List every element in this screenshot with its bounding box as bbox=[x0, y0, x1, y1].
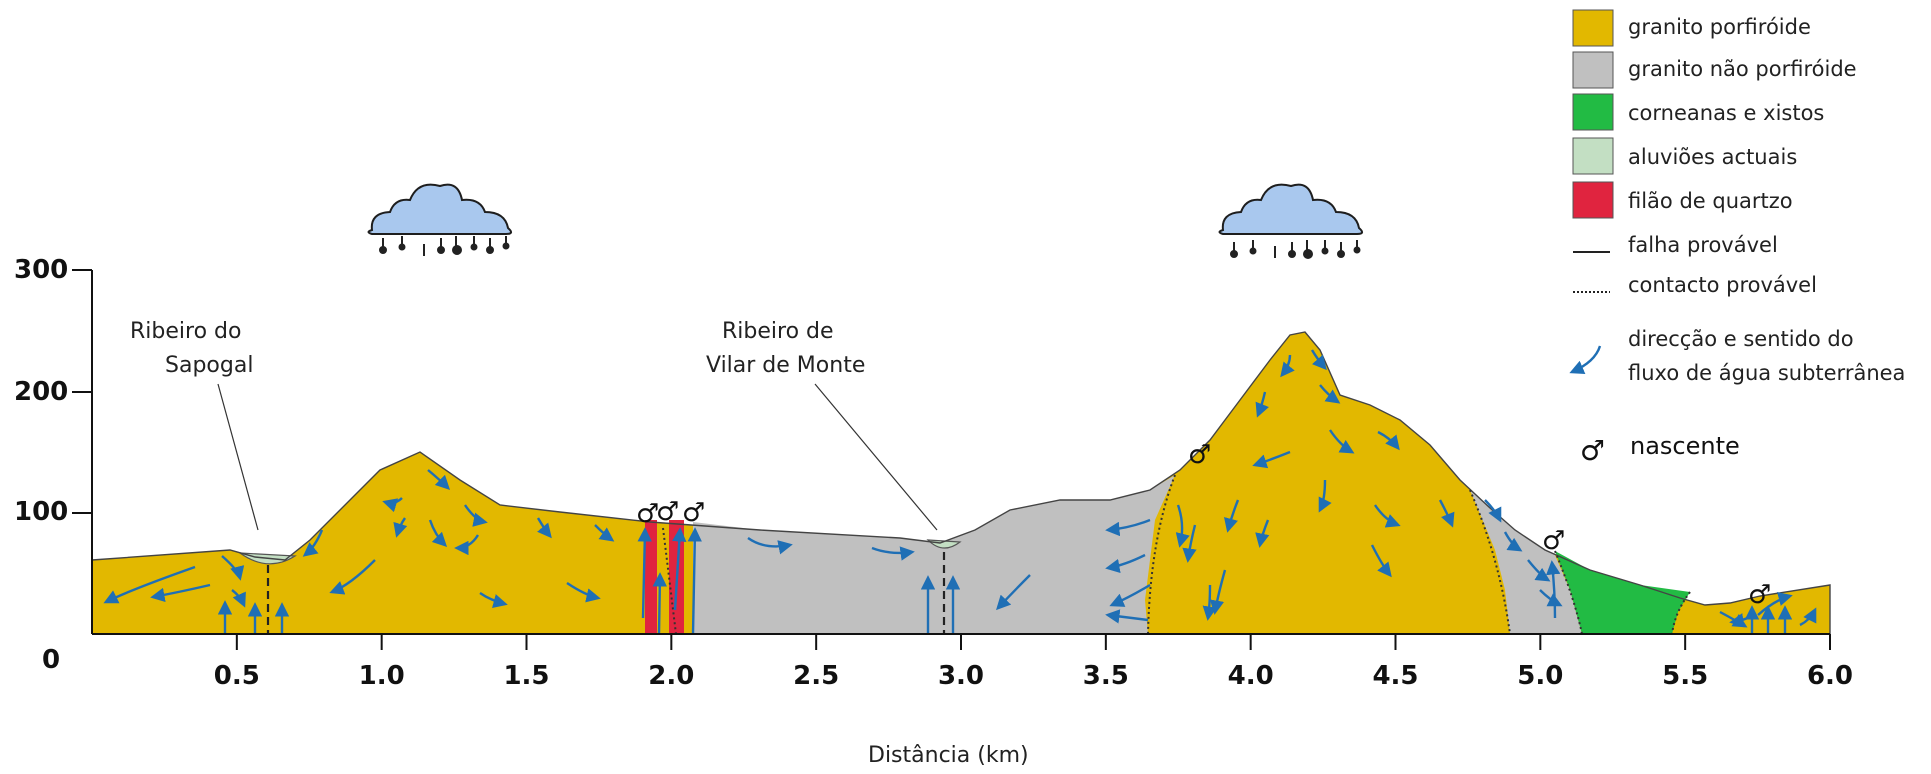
legend-item-flow: direcção e sentido do fluxo de água subt… bbox=[1569, 327, 1905, 385]
x-tick-label: 2.5 bbox=[793, 661, 839, 691]
legend-label: direcção e sentido do bbox=[1628, 327, 1854, 351]
spring-icon: ♂ bbox=[636, 499, 659, 529]
legend-item-filao: filão de quartzo bbox=[1572, 181, 1793, 219]
x-tick-label: 4.0 bbox=[1228, 661, 1274, 691]
legend-label: filão de quartzo bbox=[1628, 189, 1793, 213]
legend-label: falha provável bbox=[1628, 233, 1778, 257]
legend: granito porfiróide granito não porfiróid… bbox=[1569, 9, 1905, 467]
y-axis: 300 200 100 0 bbox=[14, 255, 93, 675]
rain-cloud-icon bbox=[1218, 183, 1363, 259]
x-ticks: 0.5 1.0 1.5 2.0 2.5 3.0 3.5 4.0 4.5 5.0 5.5 6.0 bbox=[214, 634, 1853, 691]
legend-item-contacto: contacto provável bbox=[1573, 273, 1817, 297]
x-axis: 0.5 1.0 1.5 2.0 2.5 3.0 3.5 4.0 4.5 5.0 5.5 6.0 Dis… bbox=[92, 633, 1853, 768]
x-axis-title: Distância (km) bbox=[868, 743, 1029, 768]
flow-arrows bbox=[103, 349, 1817, 635]
legend-item-granito-porfiroide: granito porfiróide bbox=[1572, 9, 1811, 47]
spring-icon: ♂ bbox=[1542, 526, 1565, 556]
annotation-line: Vilar de Monte bbox=[706, 353, 865, 378]
annotation-ribeiro-sapogal: Ribeiro do Sapogal bbox=[130, 319, 259, 531]
annotation-line: Ribeiro de bbox=[722, 319, 834, 344]
annotation-line: Sapogal bbox=[165, 353, 253, 378]
filao-quartzo-1 bbox=[645, 520, 657, 634]
x-tick-label: 1.5 bbox=[503, 661, 549, 691]
y-tick-0: 0 bbox=[42, 645, 60, 675]
unit-corneanas-area bbox=[1555, 551, 1690, 634]
topographic-surface bbox=[91, 331, 1831, 634]
x-tick-label: 2.0 bbox=[648, 661, 694, 691]
x-tick-label: 5.0 bbox=[1517, 661, 1563, 691]
unit-granito-porfiroide-area bbox=[92, 332, 1830, 634]
contacto-provavel-east bbox=[1469, 489, 1511, 635]
legend-label: fluxo de água subterrânea bbox=[1628, 361, 1905, 385]
spring-icon: ♂ bbox=[1580, 434, 1605, 467]
legend-item-falha: falha provável bbox=[1573, 233, 1778, 257]
annotation-ribeiro-vilar: Ribeiro de Vilar de Monte bbox=[706, 319, 938, 531]
legend-label: corneanas e xistos bbox=[1628, 101, 1824, 125]
legend-label: aluviões actuais bbox=[1628, 145, 1797, 169]
y-tick-100: 100 bbox=[14, 497, 68, 527]
x-tick-label: 3.5 bbox=[1083, 661, 1129, 691]
x-tick-label: 4.5 bbox=[1372, 661, 1418, 691]
springs: ♂ ♂ ♂ ♂ ♂ ♂ bbox=[636, 440, 1771, 610]
x-tick-label: 0.5 bbox=[214, 661, 260, 691]
y-tick-300: 300 bbox=[14, 255, 68, 285]
x-tick-label: 6.0 bbox=[1807, 661, 1853, 691]
rain-cloud-icon bbox=[367, 183, 512, 256]
x-tick-label: 3.0 bbox=[938, 661, 984, 691]
spring-icon: ♂ bbox=[1748, 580, 1771, 610]
spring-icon: ♂ bbox=[656, 497, 679, 527]
legend-label: granito porfiróide bbox=[1628, 15, 1811, 39]
legend-label: contacto provável bbox=[1628, 273, 1817, 297]
contacto-provavel-west bbox=[1147, 474, 1176, 635]
y-tick-200: 200 bbox=[14, 377, 68, 407]
annotation-line: Ribeiro do bbox=[130, 319, 241, 344]
spring-icon: ♂ bbox=[682, 498, 705, 528]
legend-item-corneanas: corneanas e xistos bbox=[1572, 93, 1824, 131]
unit-granito-nao-porfiroide-area-west bbox=[693, 475, 1175, 634]
x-tick-label: 1.0 bbox=[359, 661, 405, 691]
x-tick-label: 5.5 bbox=[1662, 661, 1708, 691]
legend-label: granito não porfiróide bbox=[1628, 57, 1857, 81]
legend-label: nascente bbox=[1630, 432, 1740, 460]
legend-item-aluvioes: aluviões actuais bbox=[1572, 137, 1797, 175]
cross-section-body: ♂ ♂ ♂ ♂ ♂ ♂ bbox=[91, 331, 1831, 635]
legend-item-nascente: ♂ nascente bbox=[1580, 432, 1740, 467]
spring-icon: ♂ bbox=[1188, 440, 1211, 470]
legend-item-granito-nao-porfiroide: granito não porfiróide bbox=[1572, 51, 1857, 89]
